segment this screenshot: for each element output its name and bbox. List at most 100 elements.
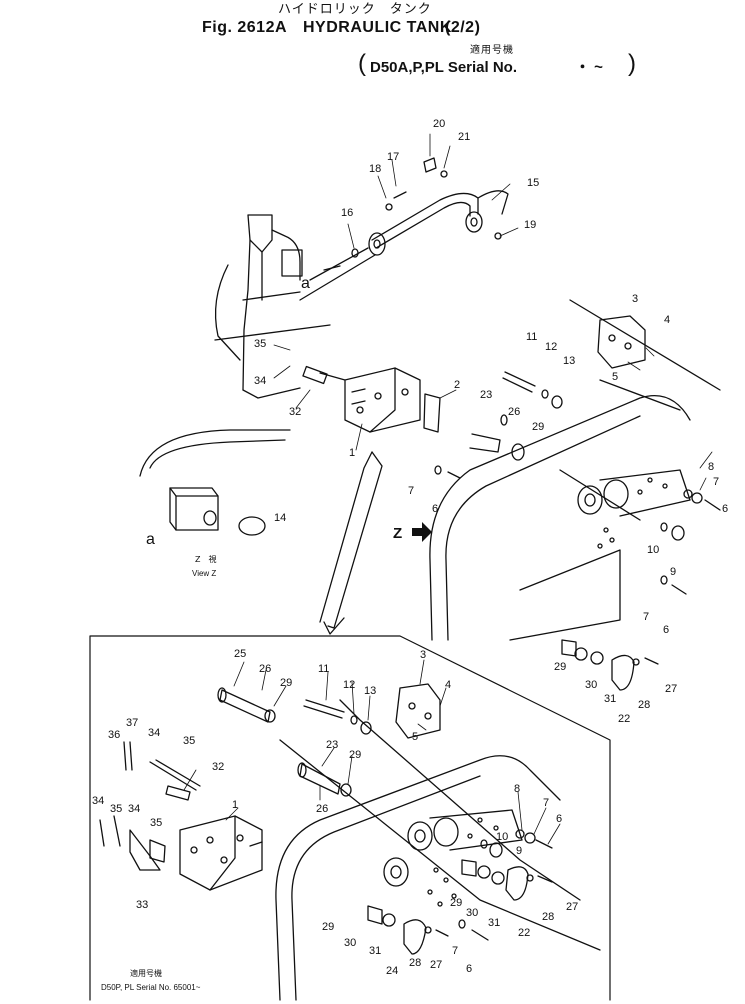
valve-assembly-right (434, 465, 721, 595)
part-label-36: 36 (108, 729, 120, 741)
part-label-30c: 30 (344, 937, 356, 949)
flanges (351, 157, 502, 258)
marker-z: Z (393, 525, 402, 542)
part-label-35a: 35 (254, 338, 266, 350)
part-label-35b: 35 (183, 735, 195, 747)
part-label-4a: 4 (664, 314, 670, 326)
part-label-7c: 7 (643, 611, 649, 623)
serial-open-paren: ( (358, 50, 366, 77)
view-z-arrow (412, 522, 432, 542)
part-label-10b: 10 (496, 831, 508, 843)
applicable-kanji: 適用号機 (470, 45, 514, 56)
part-label-12b: 12 (343, 679, 355, 691)
part-label-2a: 2 (454, 379, 460, 391)
pins-inset (217, 687, 372, 797)
part-label-26a: 26 (508, 406, 520, 418)
marker-a-left: a (146, 531, 155, 548)
part-label-27c: 27 (430, 959, 442, 971)
part-label-34d: 34 (128, 803, 140, 815)
part-label-29a: 29 (532, 421, 544, 433)
header: ハイドロリック タンク Fig. 2612A HYDRAULIC TANK (2… (0, 0, 745, 90)
part-label-4b: 4 (445, 679, 451, 691)
figure-number: Fig. 2612A (202, 19, 288, 36)
part-label-29f: 29 (322, 921, 334, 933)
part-label-29d: 29 (349, 749, 361, 761)
part-label-16: 16 (341, 207, 353, 219)
serial-close-paren: ) (628, 50, 636, 77)
valve-block-upper (302, 365, 441, 433)
tank-frame-upper (214, 214, 331, 399)
inset-frame (275, 699, 601, 1001)
part-label-26b: 26 (259, 663, 271, 675)
part-label-28b: 28 (542, 911, 554, 923)
part-label-31b: 31 (488, 917, 500, 929)
part-label-9a: 9 (670, 566, 676, 578)
part-label-3b: 3 (420, 649, 426, 661)
part-label-34b: 34 (148, 727, 160, 739)
serial-range: ・ ~ (575, 59, 603, 76)
valve-assembly-inset (367, 809, 553, 955)
view-arrow (319, 451, 383, 635)
part-label-6d: 6 (556, 813, 562, 825)
part-label-33: 33 (136, 899, 148, 911)
part-labels: 20 21 15 17 18 16 19 35 34 32 1 2 3 4 5 … (92, 118, 728, 977)
part-label-25: 25 (234, 648, 246, 660)
part-label-22a: 22 (618, 713, 630, 725)
part-label-3a: 3 (632, 293, 638, 305)
part-label-7e: 7 (452, 945, 458, 957)
part-label-35d: 35 (150, 817, 162, 829)
part-label-12a: 12 (545, 341, 557, 353)
part-label-13a: 13 (563, 355, 575, 367)
part-label-35c: 35 (110, 803, 122, 815)
bolts-upper-right (469, 371, 563, 461)
part-label-1a: 1 (349, 447, 355, 459)
part-label-6c: 6 (663, 624, 669, 636)
part-label-26c: 26 (316, 803, 328, 815)
parts-lower-right (561, 639, 659, 691)
part-label-20: 20 (433, 118, 445, 130)
part-label-17: 17 (387, 151, 399, 163)
part-label-1b: 1 (232, 799, 238, 811)
part-label-7b: 7 (713, 476, 719, 488)
part-label-29b: 29 (554, 661, 566, 673)
figure-title: HYDRAULIC TANK (303, 19, 452, 36)
part-label-34a: 34 (254, 375, 266, 387)
title-kana: ハイドロリック タンク (278, 2, 432, 17)
part-label-10a: 10 (647, 544, 659, 556)
part-label-13b: 13 (364, 685, 376, 697)
part-label-29e: 29 (450, 897, 462, 909)
part-label-23b: 23 (326, 739, 338, 751)
view-z-block (139, 429, 291, 536)
part-label-14: 14 (274, 512, 286, 524)
bolts-inset-left (99, 741, 201, 871)
part-label-15: 15 (527, 177, 539, 189)
part-label-6e: 6 (466, 963, 472, 975)
part-label-31c: 31 (369, 945, 381, 957)
inset-applicable-kanji: 適用号機 (130, 968, 162, 978)
view-z-caption: View Z (192, 569, 216, 578)
leader-lines-inset (183, 659, 561, 845)
part-label-21: 21 (458, 131, 470, 143)
part-label-8a: 8 (708, 461, 714, 473)
part-label-11b: 11 (318, 663, 329, 675)
part-label-30b: 30 (466, 907, 478, 919)
part-label-28c: 28 (409, 957, 421, 969)
part-label-32b: 32 (212, 761, 224, 773)
plate-upper-right (597, 315, 646, 369)
part-label-19: 19 (524, 219, 536, 231)
cab-outline (429, 299, 721, 641)
inset-border (89, 635, 611, 1001)
part-label-7a: 7 (408, 485, 414, 497)
part-label-11a: 11 (526, 331, 537, 343)
part-label-6b: 6 (722, 503, 728, 515)
part-label-5b: 5 (412, 731, 418, 743)
part-label-22b: 22 (518, 927, 530, 939)
part-label-6a: 6 (432, 503, 438, 515)
leader-lines-upper (273, 133, 713, 491)
part-label-34c: 34 (92, 795, 104, 807)
plate-inset (395, 683, 441, 739)
part-label-7d: 7 (543, 797, 549, 809)
pipe-assembly (281, 190, 509, 301)
part-label-8b: 8 (514, 783, 520, 795)
